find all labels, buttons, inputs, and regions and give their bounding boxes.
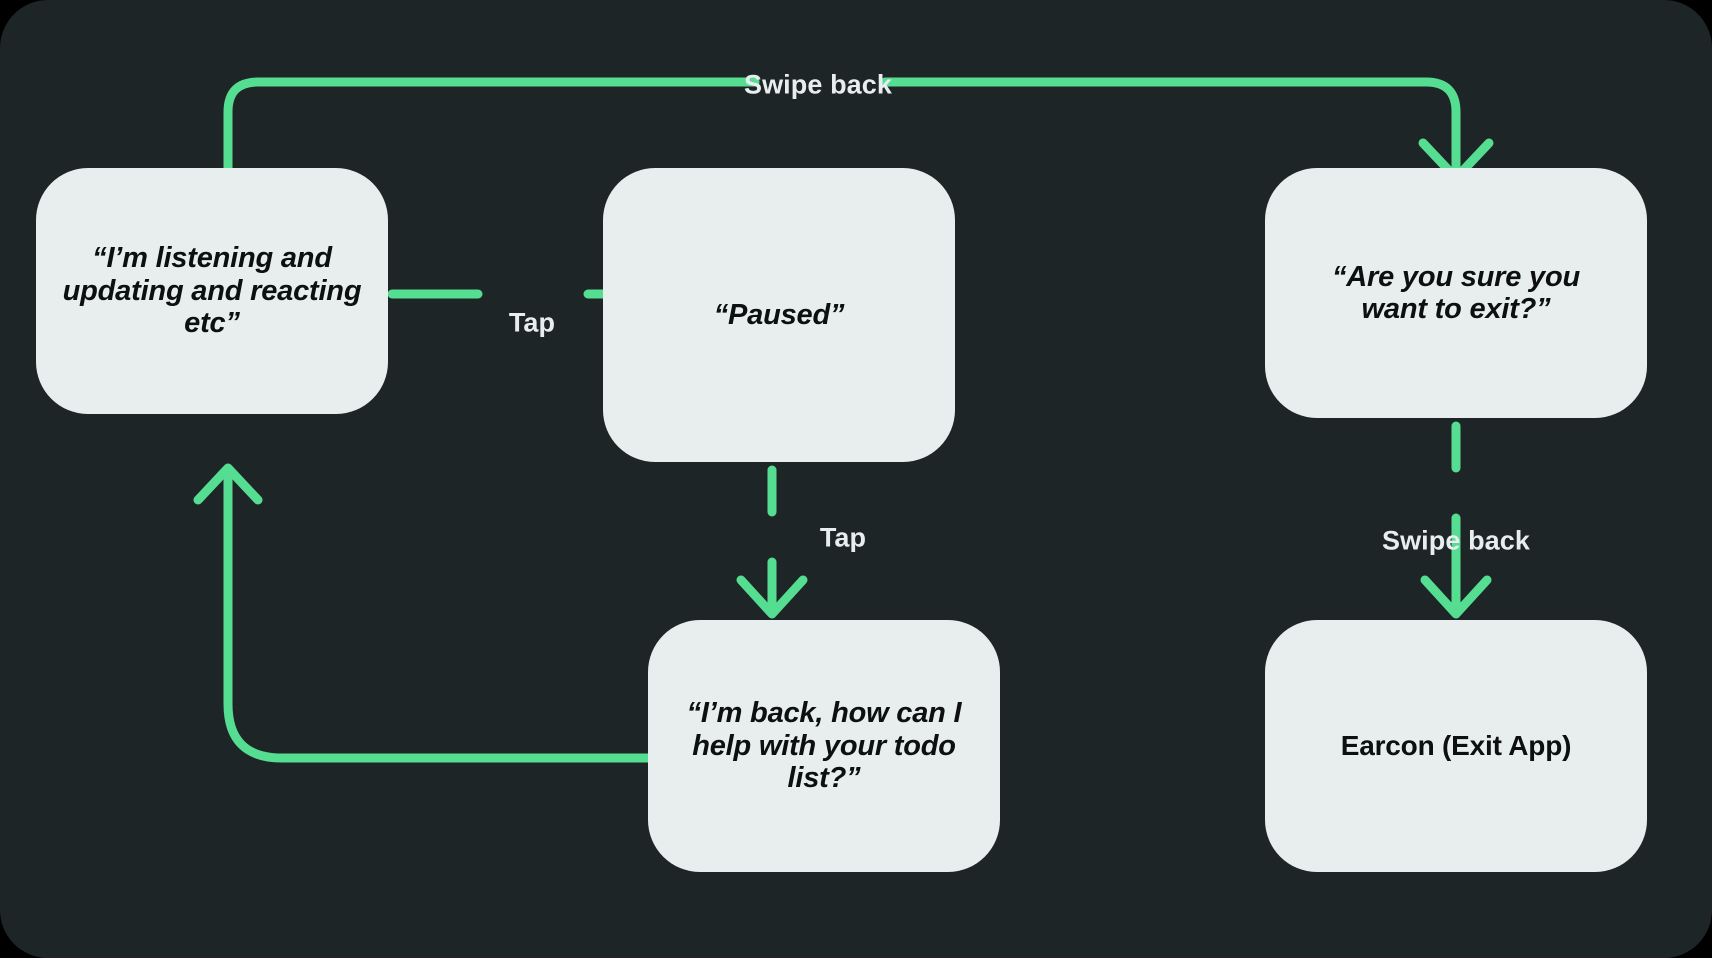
node-resume-label: “I’m back, how can I help with your todo…: [686, 697, 962, 795]
edge-label-tap-horizontal: Tap: [508, 307, 556, 338]
node-paused[interactable]: “Paused”: [603, 168, 955, 462]
edge-label-swipe-back-top: Swipe back: [743, 69, 893, 100]
arrowhead-return-loop: [193, 463, 263, 505]
edge-label-swipe-back-right: Swipe back: [1381, 525, 1531, 556]
arrowhead-tap-vertical: [736, 575, 808, 619]
node-paused-label: “Paused”: [713, 298, 845, 331]
node-confirm-exit-label: “Are you sure you want to exit?”: [1332, 260, 1580, 325]
arrowhead-swipe-back-right: [1420, 575, 1492, 619]
node-earcon-label: Earcon (Exit App): [1340, 730, 1572, 762]
node-listening-label: “I’m listening and updating and reacting…: [62, 242, 362, 340]
node-confirm-exit[interactable]: “Are you sure you want to exit?”: [1265, 168, 1647, 418]
node-resume[interactable]: “I’m back, how can I help with your todo…: [648, 620, 1000, 872]
edge-path-return-loop: [223, 467, 653, 763]
edge-path-swipe-back-top-right: [880, 77, 1461, 181]
node-earcon[interactable]: Earcon (Exit App): [1265, 620, 1647, 872]
edge-label-tap-vertical: Tap: [819, 522, 867, 553]
node-listening[interactable]: “I’m listening and updating and reacting…: [36, 168, 388, 414]
edge-path-swipe-back-top-left: [223, 77, 760, 173]
